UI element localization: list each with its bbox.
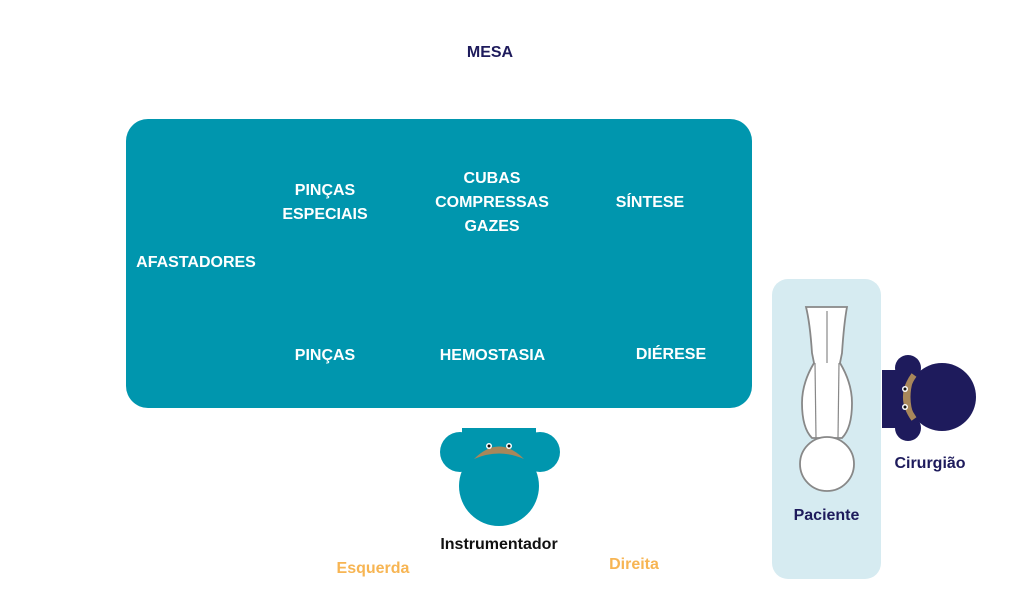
label-sintese: SÍNTESE [615,194,685,211]
label-instrumentador: Instrumentador [440,536,558,553]
label-cirurgiao: Cirurgião [894,455,966,472]
label-direita: Direita [609,556,659,573]
label-dierese: DIÉRESE [635,346,707,363]
label-paciente: Paciente [793,507,860,524]
label-esquerda: Esquerda [336,560,410,577]
instrument-table [126,119,752,408]
label-pincas: PINÇAS [294,347,356,364]
patient-figure [799,306,855,492]
cirurgiao-figure [882,355,976,441]
label-pincas-especiais: PINÇAS ESPECIAIS [282,182,368,223]
diagram-title: MESA [466,44,514,61]
label-hemostasia: HEMOSTASIA [439,347,546,364]
label-cubas-compressas-gazes: CUBAS COMPRESSAS GAZES [435,170,549,235]
label-afastadores: AFASTADORES [136,254,256,271]
instrumentador-figure [440,428,560,526]
